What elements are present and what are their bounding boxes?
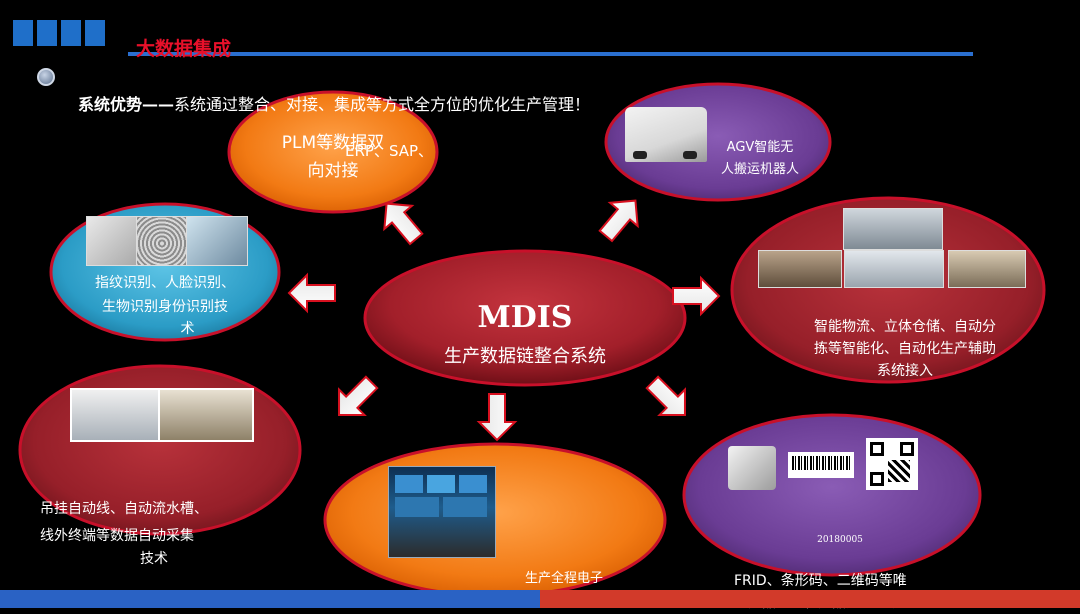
page-title: 大数据集成 [136, 38, 232, 60]
arrow-to-agv-icon [598, 199, 639, 243]
rack-storage-image [844, 250, 944, 288]
header-rule [128, 52, 973, 56]
header-square-2 [37, 20, 57, 46]
logistics-label-line1: 智能物流、立体仓储、自动分 [814, 319, 996, 335]
hanging-label-line3: 技术 [140, 551, 168, 567]
arrow-to-hanging-icon [338, 375, 379, 416]
header-square-1 [13, 20, 33, 46]
agv-robot-image [625, 107, 707, 162]
subtitle-bold: 系统优势—— [78, 95, 175, 114]
barcode-code-text: 20180005 [817, 535, 863, 545]
tag-device-image [728, 446, 776, 490]
face-scan-image [186, 216, 248, 266]
plm-label-line2: 向对接 [307, 161, 359, 181]
biometric-label-line2: 生物识别身份识别技 [102, 299, 228, 315]
node-logistics-ellipse [730, 196, 1046, 384]
center-ellipse [363, 249, 687, 387]
arrow-to-plm-icon [383, 202, 424, 246]
hanging-label-line1: 吊挂自动线、自动流水槽、 [40, 501, 208, 517]
logistics-label-line2: 拣等智能化、自动化生产辅助 [814, 341, 996, 357]
barcode-label-line1: FRID、条形码、二维码等唯 [734, 573, 907, 589]
arrow-to-logistics-icon [672, 275, 721, 317]
arrow-to-monitor-icon [476, 393, 518, 442]
arrow-to-barcode-icon [645, 375, 686, 416]
center-title: MDIS [477, 300, 573, 335]
biometric-label-line3: 术 [180, 321, 195, 337]
production-floor-image [158, 388, 254, 442]
header-square-3 [61, 20, 81, 46]
center-subtitle: 生产数据链整合系统 [444, 346, 606, 367]
logistics-label-line3: 系统接入 [877, 363, 933, 379]
qr-code-image [866, 438, 918, 490]
hanging-label-line2: 线外终端等数据自动采集 [40, 528, 194, 544]
bullet-icon [37, 68, 55, 86]
fingerprint-image [136, 216, 188, 266]
plm-label-overlap: ERP、SAP、 [345, 142, 434, 160]
node-plm-ellipse [227, 90, 439, 214]
subtitle-text: 系统通过整合、对接、集成等方式全方位的优化生产管理！ [174, 95, 591, 114]
footer-bar [0, 590, 1080, 608]
warehouse-image-top [843, 208, 943, 250]
automated-line-image [948, 250, 1026, 288]
biometric-device-image [86, 216, 138, 266]
agv-label-line1: AGV智能无 [726, 140, 794, 155]
subtitle: 系统优势——系统通过整合、对接、集成等方式全方位的优化生产管理！ [78, 91, 590, 115]
hanging-line-image [70, 388, 160, 442]
arrow-to-biometric-icon [287, 272, 336, 314]
barcode-image [788, 452, 854, 478]
monitor-wall-image [388, 466, 496, 558]
biometric-label-line1: 指纹识别、人脸识别、 [95, 275, 235, 291]
monitor-label-line1: 生产全程电子 [525, 571, 604, 586]
header-square-4 [85, 20, 105, 46]
plm-label-line1: PLM等数据双 [281, 133, 385, 153]
agv-label-line2: 人搬运机器人 [720, 162, 799, 177]
node-barcode-ellipse [682, 413, 982, 577]
sorting-line-image [758, 250, 842, 288]
